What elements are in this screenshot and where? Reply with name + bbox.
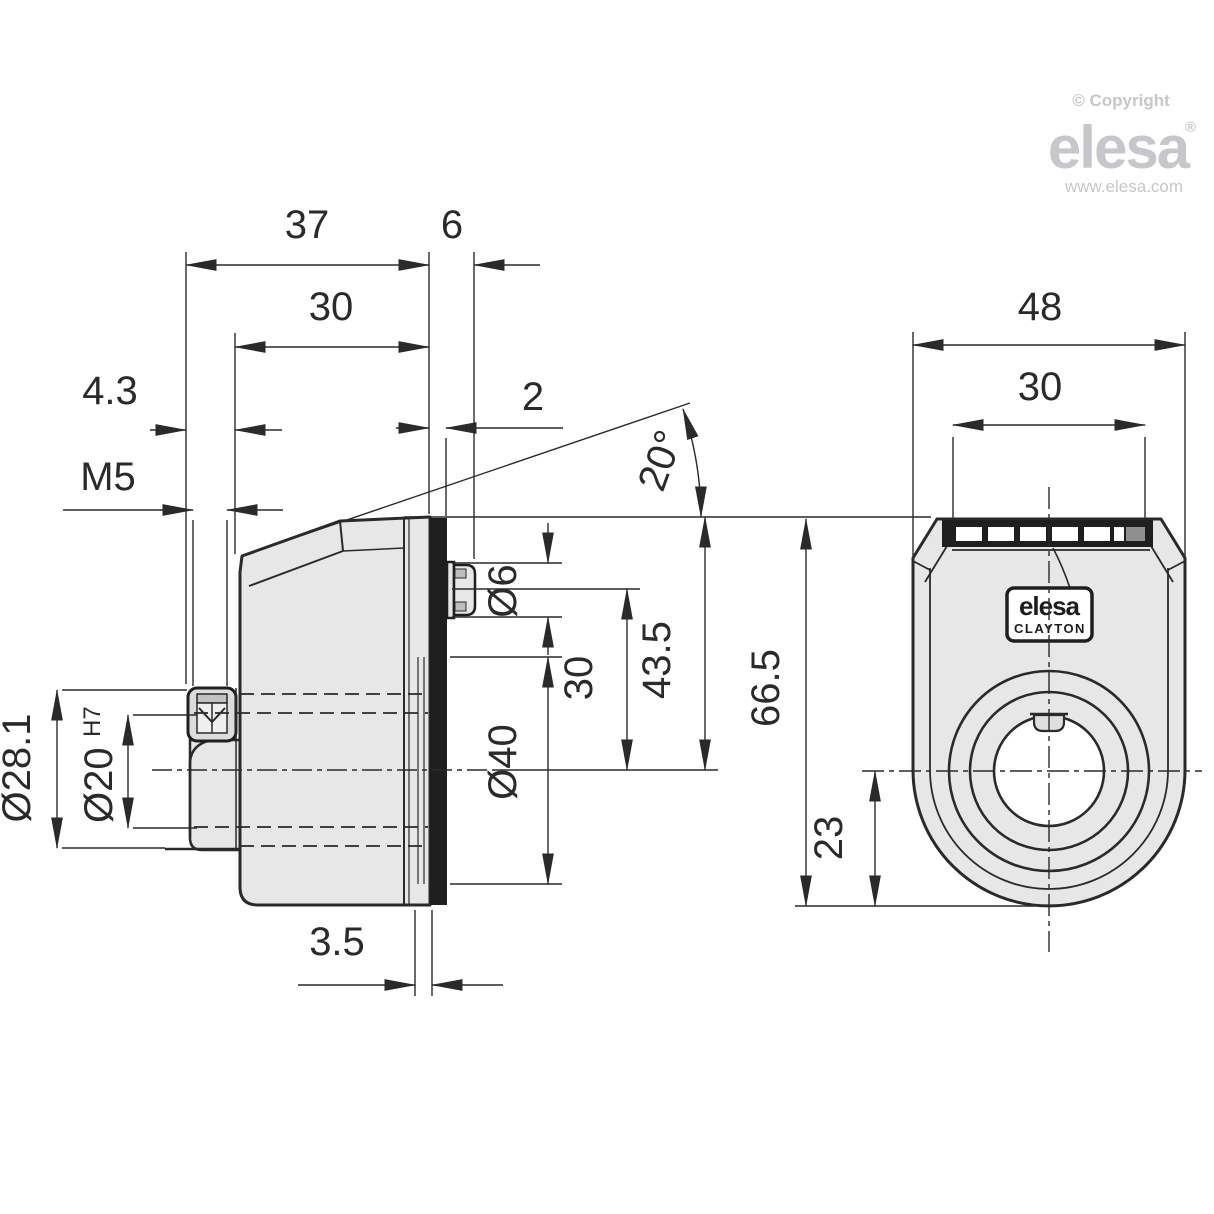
dim-m5: M5 [80, 455, 136, 499]
dim-4-3: 4.3 [82, 369, 138, 413]
dim-3-5: 3.5 [309, 920, 365, 964]
dim-30-top: 30 [309, 285, 354, 329]
side-view [152, 515, 718, 907]
dim-6: 6 [441, 203, 463, 247]
side-extension-lines [62, 252, 931, 996]
branding: © Copyright elesa ® www.elesa.com [1048, 91, 1196, 196]
elesa-url: www.elesa.com [1064, 177, 1183, 196]
front-display-strip [942, 520, 1153, 547]
front-view: elesa CLAYTON [862, 487, 1202, 952]
dim-2: 2 [522, 375, 544, 419]
dim-23: 23 [807, 816, 851, 861]
front-extension-lines [795, 332, 1186, 907]
dim-dia40: Ø40 [481, 724, 525, 800]
label-brand: elesa [1019, 591, 1081, 621]
front-dimensions: 48 30 66.5 23 [744, 285, 1187, 908]
digit-window [1052, 527, 1078, 541]
dim-dia28-1: Ø28.1 [0, 714, 39, 823]
dim-66-5: 66.5 [744, 649, 788, 727]
side-display-band-inner [248, 550, 344, 587]
digit-window-gray [1126, 527, 1145, 541]
dim-30-vert: 30 [557, 656, 601, 701]
front-dim-lines [800, 339, 1187, 908]
side-hidden-lines [194, 693, 428, 847]
side-shaft-nut [445, 560, 477, 620]
digit-window [1084, 527, 1110, 541]
registered-mark: ® [1185, 119, 1196, 136]
side-dim-outside-arrows [63, 259, 563, 991]
side-display-band-end [339, 520, 344, 552]
side-top-inner-line [342, 547, 405, 552]
dim-dia20-h7: Ø20 H7 [77, 706, 121, 823]
dim-h7: H7 [79, 706, 106, 737]
side-hub [188, 738, 242, 852]
dim-48: 48 [1018, 285, 1063, 329]
dim-43-5: 43.5 [635, 621, 679, 699]
dim-dia20: Ø20 [77, 747, 121, 823]
dim-20deg: 20° [630, 425, 692, 497]
angle-dimension [246, 402, 707, 555]
dim-dia6: Ø6 [481, 564, 525, 617]
elesa-logo: elesa [1048, 114, 1191, 181]
digit-window [956, 527, 982, 541]
label-leader-line [1052, 547, 1071, 589]
label-model: CLAYTON [1014, 621, 1086, 636]
digit-window [988, 527, 1014, 541]
digit-window [1020, 527, 1046, 541]
dim-37: 37 [285, 203, 330, 247]
dim-30-front: 30 [1018, 365, 1063, 409]
copyright-text: © Copyright [1072, 91, 1170, 110]
digit-window-small [1114, 527, 1124, 541]
side-gasket [430, 518, 447, 905]
side-dim-lines [51, 259, 711, 886]
